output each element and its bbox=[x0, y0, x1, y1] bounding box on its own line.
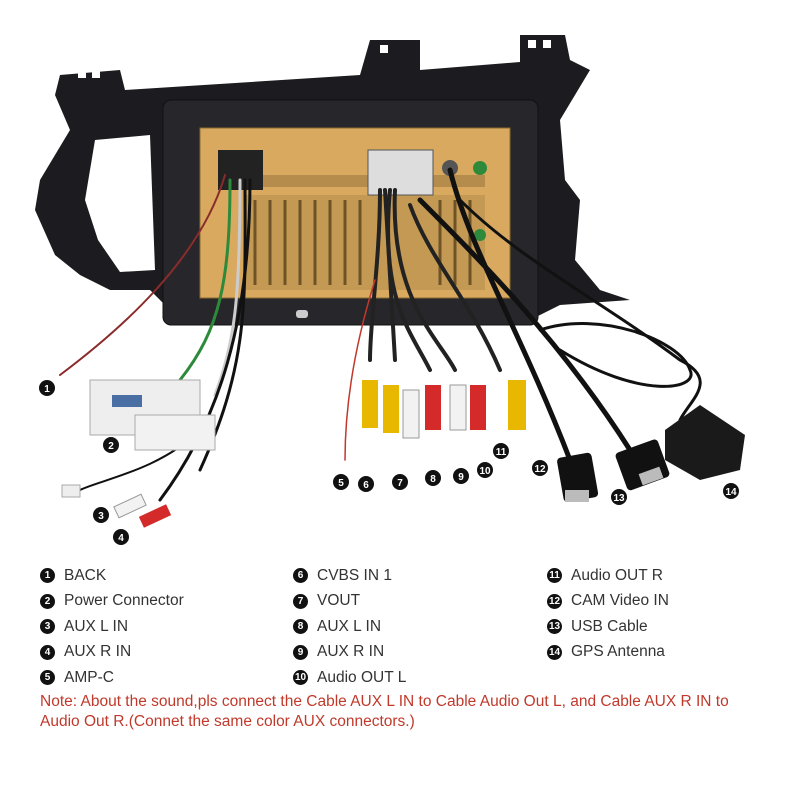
legend-item: 4 AUX R IN bbox=[40, 640, 184, 666]
legend-item: 10 Audio OUT L bbox=[293, 665, 406, 691]
legend-item: 1 BACK bbox=[40, 563, 184, 589]
number-badge: 12 bbox=[547, 593, 562, 609]
svg-text:9: 9 bbox=[458, 472, 464, 483]
legend-item: 8 AUX L IN bbox=[293, 614, 406, 640]
svg-text:4: 4 bbox=[118, 533, 124, 544]
legend-label: GPS Antenna bbox=[571, 643, 665, 661]
number-badge: 2 bbox=[40, 593, 55, 609]
legend-label: AMP-C bbox=[64, 668, 114, 686]
legend-label: AUX R IN bbox=[317, 643, 385, 661]
number-badge: 5 bbox=[40, 670, 55, 686]
usb-connectors bbox=[557, 439, 670, 502]
legend-item: 12 CAM Video IN bbox=[547, 589, 669, 615]
svg-text:11: 11 bbox=[496, 447, 507, 458]
svg-text:6: 6 bbox=[363, 480, 369, 491]
marker-14: 14 bbox=[723, 483, 739, 499]
legend-label: AUX L IN bbox=[64, 617, 129, 635]
svg-text:5: 5 bbox=[338, 478, 344, 489]
legend-item: 6 CVBS IN 1 bbox=[293, 563, 406, 589]
marker-7: 7 bbox=[392, 474, 408, 490]
marker-8: 8 bbox=[425, 470, 441, 486]
number-badge: 6 bbox=[293, 568, 308, 584]
legend-column-2: 6 CVBS IN 1 7 VOUT 8 AUX L IN 9 AUX R IN 10 A… bbox=[293, 563, 406, 691]
marker-6: 6 bbox=[358, 476, 374, 492]
legend-label: CVBS IN 1 bbox=[317, 566, 392, 584]
svg-text:13: 13 bbox=[613, 493, 625, 504]
marker-5: 5 bbox=[333, 474, 349, 490]
svg-text:12: 12 bbox=[534, 464, 546, 475]
gps-antenna bbox=[665, 405, 745, 480]
svg-text:7: 7 bbox=[397, 478, 403, 489]
svg-text:2: 2 bbox=[108, 441, 114, 452]
marker-1: 1 bbox=[39, 380, 55, 396]
legend-label: Power Connector bbox=[64, 592, 184, 610]
marker-10: 10 bbox=[477, 462, 493, 478]
number-badge: 3 bbox=[40, 619, 55, 635]
legend-item: 5 AMP-C bbox=[40, 665, 184, 691]
legend-item: 9 AUX R IN bbox=[293, 640, 406, 666]
legend-label: AUX R IN bbox=[64, 643, 132, 661]
wiring-diagram: 1 2 3 4 5 6 7 8 9 10 11 12 13 14 bbox=[35, 35, 745, 545]
number-badge: 14 bbox=[547, 644, 562, 660]
legend-label: VOUT bbox=[317, 592, 361, 610]
legend-label: Audio OUT R bbox=[571, 566, 663, 584]
number-badge: 11 bbox=[547, 568, 562, 584]
number-badge: 9 bbox=[293, 644, 308, 660]
marker-3: 3 bbox=[93, 507, 109, 523]
number-badge: 8 bbox=[293, 619, 308, 635]
legend-item: 3 AUX L IN bbox=[40, 614, 184, 640]
number-badge: 4 bbox=[40, 644, 55, 660]
cables bbox=[59, 167, 702, 502]
power-connector bbox=[61, 379, 216, 498]
legend-label: CAM Video IN bbox=[571, 592, 669, 610]
legend-column-3: 11 Audio OUT R 12 CAM Video IN 13 USB Cable… bbox=[547, 563, 669, 665]
number-badge: 10 bbox=[293, 670, 308, 686]
number-badge: 1 bbox=[40, 568, 55, 584]
number-badge: 13 bbox=[547, 619, 562, 635]
svg-text:14: 14 bbox=[725, 487, 737, 498]
number-badge: 7 bbox=[293, 593, 308, 609]
legend-item: 14 GPS Antenna bbox=[547, 640, 669, 666]
sound-connection-note: Note: About the sound,pls connect the Ca… bbox=[40, 693, 729, 730]
svg-text:1: 1 bbox=[44, 384, 50, 395]
marker-13: 13 bbox=[611, 489, 627, 505]
legend-label: USB Cable bbox=[571, 617, 648, 635]
svg-text:3: 3 bbox=[98, 511, 104, 522]
marker-4: 4 bbox=[113, 529, 129, 545]
legend-item: 11 Audio OUT R bbox=[547, 563, 669, 589]
marker-9: 9 bbox=[453, 468, 469, 484]
marker-11: 11 bbox=[493, 443, 509, 459]
legend-item: 13 USB Cable bbox=[547, 614, 669, 640]
legend-label: Audio OUT L bbox=[317, 668, 407, 686]
orange-back-panel bbox=[199, 127, 511, 299]
marker-12: 12 bbox=[532, 460, 548, 476]
svg-text:8: 8 bbox=[430, 474, 436, 485]
legend-item: 2 Power Connector bbox=[40, 589, 184, 615]
legend-label: BACK bbox=[64, 566, 107, 584]
legend-column-1: 1 BACK 2 Power Connector 3 AUX L IN 4 AUX R … bbox=[40, 563, 184, 691]
legend-label: AUX L IN bbox=[317, 617, 382, 635]
svg-text:10: 10 bbox=[479, 466, 491, 477]
marker-2: 2 bbox=[103, 437, 119, 453]
rca-plugs bbox=[113, 380, 526, 528]
legend-item: 7 VOUT bbox=[293, 589, 406, 615]
